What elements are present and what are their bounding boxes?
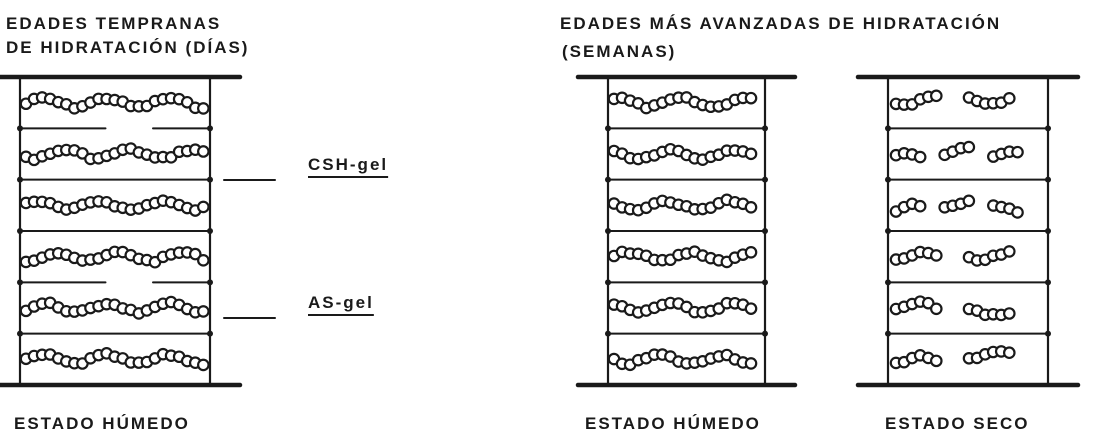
advanced-wet-panel-gel-bead [744, 200, 758, 214]
advanced-dry-panel-node-dot [885, 330, 891, 337]
advanced-wet-panel-node-dot [762, 228, 768, 234]
advanced-dry-panel-node-dot [885, 228, 891, 234]
early-title-line2: DE HIDRATACIÓN (DÍAS) [6, 38, 250, 57]
advanced-dry-panel-node-dot [1045, 279, 1051, 286]
advanced-wet-panel-node-dot [605, 330, 611, 337]
advanced-title-line1: EDADES MÁS AVANZADAS DE HIDRATACIÓN [560, 14, 1002, 33]
advanced-dry-panel-node-dot [885, 125, 891, 132]
advanced-wet-panel-node-dot [762, 176, 768, 183]
advanced-wet-panel-gel-bead [744, 357, 758, 370]
advanced-dry-panel-gel-bead [913, 199, 927, 213]
advanced-dry-panel-gel-bead [962, 140, 976, 154]
advanced-dry-panel-node-dot [885, 176, 891, 183]
advanced-wet-panel-gel-bead [744, 245, 758, 259]
advanced-dry-panel-gel-bead [929, 249, 943, 262]
advanced-dry-panel-node-dot [1045, 330, 1051, 337]
advanced-wet-panel-gel-bead [744, 302, 758, 315]
early-panel-gel-bead [197, 358, 210, 372]
advanced-dry-panel-gel-bead [929, 302, 943, 316]
advanced-dry-panel-node-dot [1045, 176, 1051, 183]
early-state-label: ESTADO HÚMEDO [14, 414, 190, 433]
advanced-dry-panel-gel-bead [929, 89, 943, 103]
early-panel-node-dot [17, 125, 23, 132]
early-panel-gel-bead [197, 200, 210, 214]
early-panel-gel-bead [197, 254, 210, 267]
early-panel-gel-bead [188, 247, 202, 261]
early-panel-node-dot [207, 330, 213, 337]
advanced-wet-panel-gel-bead [744, 147, 758, 161]
early-panel-node-dot [17, 330, 23, 337]
advanced-dry-panel-gel-bead [1002, 92, 1016, 105]
advanced-wet-panel-node-dot [605, 176, 611, 183]
advanced-wet-panel-node-dot [762, 125, 768, 132]
early-panel-node-dot [207, 176, 213, 183]
advanced-dry-panel-gel-bead [1002, 245, 1016, 258]
advanced-wet-panel-node-dot [605, 279, 611, 286]
advanced-wet-state-label: ESTADO HÚMEDO [585, 414, 761, 433]
advanced-dry-panel-gel-bead [1002, 346, 1016, 360]
early-panel-gel-bead [197, 145, 210, 158]
advanced-dry-panel-gel-bead [962, 194, 976, 208]
advanced-dry-panel-gel-bead [1011, 145, 1024, 159]
as-gel-label: AS-gel [308, 293, 374, 312]
csh-gel-label: CSH-gel [308, 155, 389, 174]
advanced-dry-panel-gel-bead [929, 354, 943, 368]
advanced-wet-panel-node-dot [605, 228, 611, 234]
advanced-wet-panel-node-dot [762, 330, 768, 337]
early-panel-node-dot [17, 176, 23, 183]
advanced-wet-panel-node-dot [762, 279, 768, 286]
advanced-dry-panel-node-dot [1045, 228, 1051, 234]
advanced-dry-panel-gel-bead [1002, 307, 1016, 320]
early-panel-node-dot [207, 228, 213, 234]
early-panel-node-dot [207, 125, 213, 132]
advanced-title-line2: (SEMANAS) [562, 42, 677, 61]
early-panel-node-dot [17, 228, 23, 234]
advanced-wet-panel-gel-bead [744, 91, 758, 105]
advanced-dry-panel-gel-bead [913, 150, 927, 164]
early-panel-node-dot [207, 279, 213, 286]
early-panel-gel-bead [197, 102, 210, 115]
early-title-line1: EDADES TEMPRANAS [6, 14, 222, 33]
advanced-dry-panel-node-dot [1045, 125, 1051, 132]
advanced-dry-panel-gel-bead [1011, 206, 1024, 219]
advanced-dry-state-label: ESTADO SECO [885, 414, 1030, 433]
advanced-dry-panel-node-dot [885, 279, 891, 286]
advanced-wet-panel-node-dot [605, 125, 611, 132]
early-panel-node-dot [17, 279, 23, 286]
early-panel-gel-bead [197, 305, 210, 318]
